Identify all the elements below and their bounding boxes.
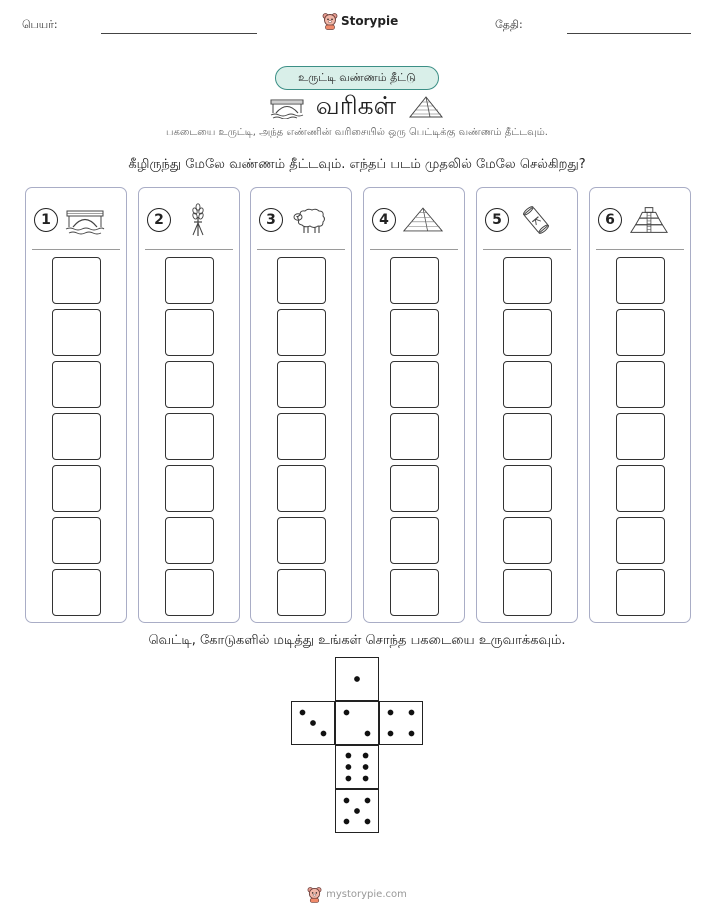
column-header: 6 bbox=[598, 202, 684, 238]
instruction: கீழிருந்து மேலே வண்ணம் தீட்டவும். எந்தப்… bbox=[128, 157, 586, 172]
color-box[interactable] bbox=[165, 361, 214, 408]
column-2: 2 bbox=[138, 187, 240, 623]
activity-badge: உருட்டி வண்ணம் தீட்டு bbox=[275, 66, 439, 90]
dice-face bbox=[379, 701, 423, 745]
column-4: 4 bbox=[363, 187, 465, 623]
column-6: 6 bbox=[589, 187, 691, 623]
cut-instruction: வெட்டி, கோடுகளில் மடித்து உங்கள் சொந்த ப… bbox=[148, 633, 566, 648]
color-box[interactable] bbox=[616, 413, 665, 460]
scroll-icon bbox=[523, 206, 549, 234]
dice-face bbox=[335, 657, 379, 701]
column-divider bbox=[596, 249, 684, 250]
pyramid-icon bbox=[402, 207, 444, 232]
color-box[interactable] bbox=[503, 257, 552, 304]
color-box[interactable] bbox=[390, 517, 439, 564]
column-header: 5 bbox=[485, 202, 571, 238]
column-header: 3 bbox=[259, 202, 345, 238]
color-box[interactable] bbox=[277, 361, 326, 408]
color-box[interactable] bbox=[616, 361, 665, 408]
color-box[interactable] bbox=[390, 465, 439, 512]
dice-face bbox=[335, 701, 379, 745]
color-box[interactable] bbox=[616, 569, 665, 616]
color-box[interactable] bbox=[503, 309, 552, 356]
page-title: வரிகள் bbox=[315, 90, 397, 120]
column-divider bbox=[145, 249, 233, 250]
pyramid-icon bbox=[409, 96, 444, 118]
color-box[interactable] bbox=[277, 413, 326, 460]
color-box[interactable] bbox=[277, 257, 326, 304]
brand-name: Storypie bbox=[341, 14, 399, 28]
color-box[interactable] bbox=[52, 309, 101, 356]
name-line[interactable] bbox=[101, 33, 257, 34]
bear-mascot-icon bbox=[307, 887, 322, 903]
color-box[interactable] bbox=[52, 361, 101, 408]
color-box[interactable] bbox=[616, 517, 665, 564]
color-box[interactable] bbox=[277, 465, 326, 512]
column-header: 1 bbox=[34, 202, 120, 238]
color-box[interactable] bbox=[616, 465, 665, 512]
color-box[interactable] bbox=[52, 413, 101, 460]
color-box[interactable] bbox=[503, 413, 552, 460]
column-number: 2 bbox=[147, 208, 171, 232]
color-box[interactable] bbox=[390, 309, 439, 356]
column-5: 5 bbox=[476, 187, 578, 623]
column-3: 3 bbox=[250, 187, 352, 623]
column-1: 1 bbox=[25, 187, 127, 623]
color-box[interactable] bbox=[52, 517, 101, 564]
column-header: 4 bbox=[372, 202, 458, 238]
color-box[interactable] bbox=[165, 517, 214, 564]
color-box[interactable] bbox=[277, 517, 326, 564]
color-box[interactable] bbox=[390, 413, 439, 460]
column-divider bbox=[370, 249, 458, 250]
column-header: 2 bbox=[147, 202, 233, 238]
dice-face bbox=[335, 789, 379, 833]
color-box[interactable] bbox=[52, 257, 101, 304]
color-box[interactable] bbox=[390, 569, 439, 616]
color-box[interactable] bbox=[52, 465, 101, 512]
title-row: வரிகள் bbox=[0, 90, 714, 124]
column-divider bbox=[32, 249, 120, 250]
color-box[interactable] bbox=[616, 309, 665, 356]
footer: mystorypie.com bbox=[0, 886, 714, 903]
color-box[interactable] bbox=[165, 309, 214, 356]
name-label: பெயர்: bbox=[22, 18, 58, 31]
column-number: 6 bbox=[598, 208, 622, 232]
color-box[interactable] bbox=[165, 465, 214, 512]
color-box[interactable] bbox=[503, 465, 552, 512]
color-box[interactable] bbox=[165, 257, 214, 304]
color-box[interactable] bbox=[165, 569, 214, 616]
temple-icon bbox=[630, 207, 668, 233]
dice-face bbox=[335, 745, 379, 789]
column-divider bbox=[483, 249, 571, 250]
color-box[interactable] bbox=[616, 257, 665, 304]
column-number: 3 bbox=[259, 208, 283, 232]
color-box[interactable] bbox=[503, 361, 552, 408]
footer-url[interactable]: mystorypie.com bbox=[326, 889, 407, 900]
bear-mascot-icon bbox=[322, 13, 338, 30]
wheat-icon bbox=[192, 203, 204, 236]
color-box[interactable] bbox=[277, 569, 326, 616]
dice-face bbox=[291, 701, 335, 745]
color-box[interactable] bbox=[503, 517, 552, 564]
subtitle: பகடையை உருட்டி, அந்த எண்ணின் வரிசையில் ஒ… bbox=[166, 127, 548, 138]
column-number: 4 bbox=[372, 208, 396, 232]
brand-logo: Storypie bbox=[322, 12, 398, 30]
column-number: 1 bbox=[34, 208, 58, 232]
color-box[interactable] bbox=[390, 257, 439, 304]
bridge-icon bbox=[65, 210, 105, 235]
color-box[interactable] bbox=[52, 569, 101, 616]
color-box[interactable] bbox=[165, 413, 214, 460]
column-number: 5 bbox=[485, 208, 509, 232]
color-box[interactable] bbox=[503, 569, 552, 616]
date-label: தேதி: bbox=[495, 18, 523, 31]
color-box[interactable] bbox=[390, 361, 439, 408]
bridge-icon bbox=[270, 99, 304, 119]
date-line[interactable] bbox=[567, 33, 691, 34]
column-divider bbox=[257, 249, 345, 250]
color-box[interactable] bbox=[277, 309, 326, 356]
sheep-icon bbox=[293, 208, 325, 233]
